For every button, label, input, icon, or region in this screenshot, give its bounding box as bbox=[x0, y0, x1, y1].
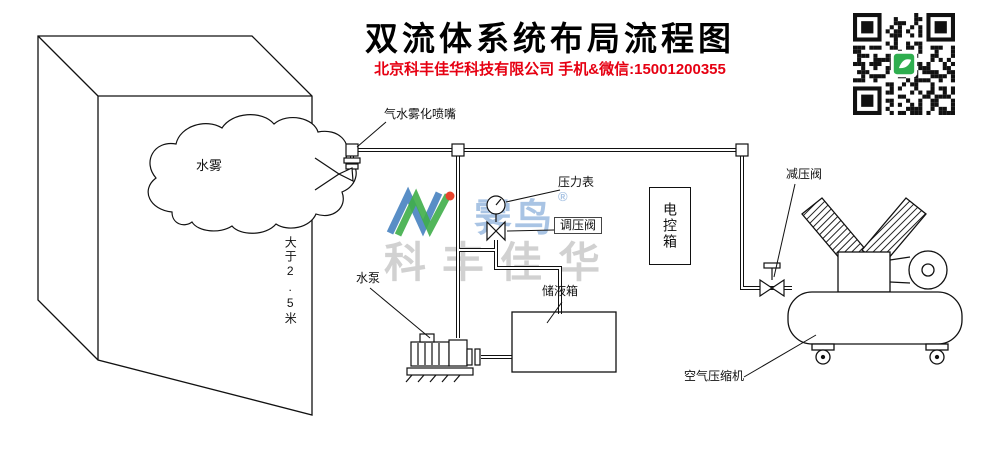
page-title: 双流体系统布局流程图 bbox=[365, 20, 735, 57]
label-reducing-valve: 减压阀 bbox=[786, 167, 823, 181]
water-pump-unit bbox=[405, 333, 481, 383]
liquid-tank-box bbox=[511, 311, 617, 373]
qr-code bbox=[853, 13, 955, 115]
room-box bbox=[37, 35, 313, 416]
company-contact-line: 北京科丰佳华科技有限公司 手机&微信:15001200355 bbox=[374, 61, 726, 78]
label-min-height: 大于2.5米 bbox=[283, 236, 298, 326]
label-liquid-tank: 储液箱 bbox=[542, 284, 579, 298]
mist-cloud bbox=[147, 114, 357, 234]
label-pressure-gauge: 压力表 bbox=[558, 175, 595, 189]
label-water-pump: 水泵 bbox=[356, 271, 381, 285]
label-mist: 水雾 bbox=[196, 158, 223, 173]
pipe-fittings bbox=[345, 143, 749, 157]
watermark-ghost-text: 科丰佳华 bbox=[384, 239, 617, 286]
registered-mark-icon: ® bbox=[558, 189, 568, 204]
air-compressor-unit bbox=[787, 197, 963, 365]
reducing-valve-symbol bbox=[759, 262, 785, 298]
label-regulating-valve: 调压阀 bbox=[554, 217, 603, 235]
watermark: 霁鸟 ® 科丰佳华 bbox=[382, 183, 652, 286]
label-control-box: 电控箱 bbox=[662, 202, 678, 250]
label-nozzle: 气水雾化喷嘴 bbox=[384, 107, 457, 121]
electric-control-box: 电控箱 bbox=[649, 187, 691, 265]
label-air-compressor: 空气压缩机 bbox=[684, 369, 745, 383]
spray-nozzle bbox=[314, 157, 361, 191]
